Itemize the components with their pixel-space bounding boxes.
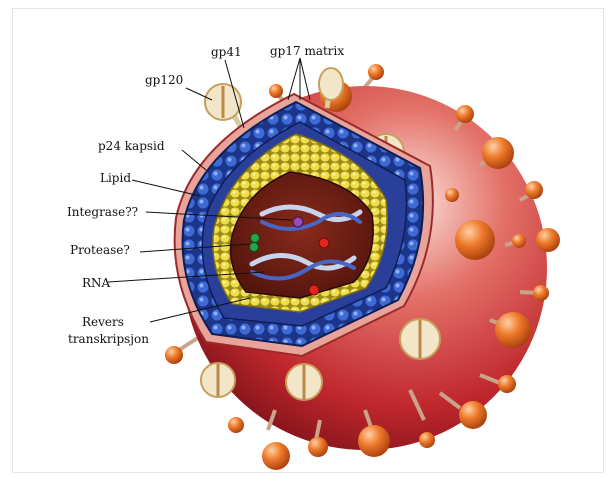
label-revers: Revers bbox=[82, 315, 124, 329]
label-p24-kapsid: p24 kapsid bbox=[98, 139, 165, 153]
label-lipid: Lipid bbox=[100, 171, 131, 185]
rt-molecule-2 bbox=[309, 285, 319, 295]
label-gp120: gp120 bbox=[145, 73, 183, 87]
protease-molecule-2 bbox=[250, 243, 259, 252]
label-rna: RNA bbox=[82, 276, 111, 290]
protease-molecule-1 bbox=[251, 234, 260, 243]
rt-molecule-1 bbox=[319, 238, 329, 248]
label-integrase: Integrase?? bbox=[67, 205, 138, 219]
label-gp41: gp41 bbox=[211, 45, 242, 59]
label-transkripsjon: transkripsjon bbox=[68, 332, 149, 346]
label-protease: Protease? bbox=[70, 243, 130, 257]
integrase-molecule bbox=[293, 217, 303, 227]
label-gp17-matrix: gp17 matrix bbox=[270, 44, 344, 58]
